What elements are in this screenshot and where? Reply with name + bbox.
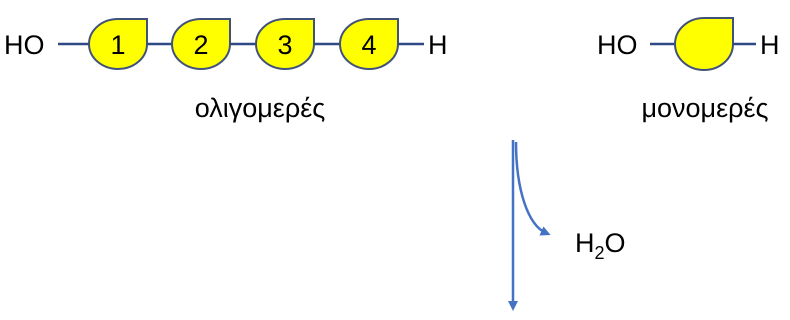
monomer-caption: μονομερές — [641, 93, 768, 123]
water-label: H2O — [575, 228, 626, 263]
monomer-unit-2-label: 2 — [193, 30, 208, 60]
oligomer-h-label: H — [428, 30, 448, 60]
monomer-unit — [673, 17, 734, 72]
monomer-unit-1 — [87, 18, 148, 71]
monomer-unit-4-label: 4 — [361, 30, 376, 60]
monomer-unit-2 — [170, 18, 231, 71]
oligomer-ho-label: HO — [4, 30, 45, 60]
water-release-arrow — [514, 141, 551, 236]
water-label-o: O — [605, 228, 626, 258]
monomer-h-label: H — [760, 30, 780, 60]
monomer-ho-label: HO — [597, 30, 638, 60]
monomer-unit-1-label: 1 — [110, 30, 125, 60]
water-label-subscript: 2 — [595, 243, 605, 263]
water-label-h: H — [575, 228, 595, 258]
monomer-unit-4 — [338, 18, 399, 71]
oligomer-caption: ολιγομερές — [195, 93, 326, 123]
oligomer-chain: HO 1 2 3 4 H — [4, 18, 448, 71]
monomer-unit-3 — [254, 18, 315, 71]
monomer-chain: HO H — [597, 17, 780, 72]
monomer-unit-3-label: 3 — [277, 30, 292, 60]
